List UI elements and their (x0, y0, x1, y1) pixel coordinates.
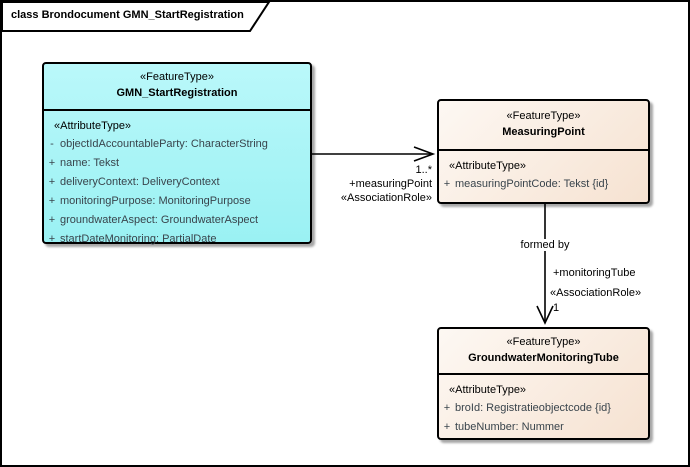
class-gmn-startregistration[interactable]: «FeatureType» GMN_StartRegistration «Att… (42, 62, 312, 245)
attribute-signature: tubeNumber: Nummer (455, 421, 564, 433)
class-header: «FeatureType» MeasuringPoint (439, 101, 648, 151)
attribute-signature: broId: Registratieobjectcode {id} (455, 402, 611, 414)
class-name: GroundwaterMonitoringTube (468, 352, 619, 364)
visibility-sign: + (443, 421, 451, 433)
class-name: GMN_StartRegistration (116, 87, 238, 99)
attribute-compartment: «AttributeType» + broId: Registratieobje… (439, 375, 648, 437)
attribute-signature: groundwaterAspect: GroundwaterAspect (60, 214, 259, 226)
visibility-sign: + (443, 402, 451, 414)
class-groundwatermonitoringtube[interactable]: «FeatureType» GroundwaterMonitoringTube … (437, 327, 650, 440)
class-header: «FeatureType» GroundwaterMonitoringTube (439, 329, 648, 375)
visibility-sign: - (50, 138, 54, 150)
visibility-sign: + (48, 214, 56, 226)
attribute-row: + startDateMonitoring: PartialDate (44, 230, 310, 249)
attribute-signature: name: Tekst (60, 157, 120, 169)
visibility-sign: + (48, 176, 56, 188)
role-label: +measuringPoint (349, 178, 432, 190)
association-monitoring-tube (536, 204, 554, 325)
attribute-type-header: «AttributeType» (449, 160, 527, 172)
attribute-row: + broId: Registratieobjectcode {id} (439, 399, 648, 418)
association-name-label: formed by (507, 239, 583, 251)
class-stereotype: «FeatureType» (506, 336, 581, 348)
attribute-row: + groundwaterAspect: GroundwaterAspect (44, 211, 310, 230)
attribute-type-header: «AttributeType» (54, 120, 132, 132)
multiplicity-label: 1..* (415, 164, 432, 176)
multiplicity-label: 1 (553, 302, 560, 314)
attribute-row: + measuringPointCode: Tekst {id} (439, 175, 648, 194)
attribute-row: + name: Tekst (44, 154, 310, 173)
class-stereotype: «FeatureType» (506, 110, 581, 122)
attribute-signature: monitoringPurpose: MonitoringPurpose (60, 195, 251, 207)
attribute-type-header: «AttributeType» (449, 384, 527, 396)
visibility-sign: + (48, 233, 56, 245)
class-measuringpoint[interactable]: «FeatureType» MeasuringPoint «AttributeT… (437, 99, 650, 204)
attribute-signature: measuringPointCode: Tekst {id} (455, 178, 609, 190)
open-arrowhead-down (536, 305, 554, 325)
visibility-sign: + (48, 195, 56, 207)
attribute-compartment: «AttributeType» - objectIdAccountablePar… (44, 111, 310, 249)
class-name: MeasuringPoint (502, 126, 585, 138)
diagram-title: class Brondocument GMN_StartRegistration (11, 9, 244, 21)
attribute-signature: startDateMonitoring: PartialDate (60, 233, 217, 245)
class-header: «FeatureType» GMN_StartRegistration (44, 64, 310, 111)
attribute-row: + deliveryContext: DeliveryContext (44, 173, 310, 192)
association-role-stereotype-label: «AssociationRole» (340, 192, 432, 204)
attribute-row: + tubeNumber: Nummer (439, 418, 648, 437)
role-label: +monitoringTube (553, 267, 636, 279)
visibility-sign: + (443, 178, 451, 190)
attribute-compartment: «AttributeType» + measuringPointCode: Te… (439, 151, 648, 194)
association-measuring-point (312, 146, 436, 162)
attribute-row: + monitoringPurpose: MonitoringPurpose (44, 192, 310, 211)
open-arrowhead-right (413, 146, 436, 162)
attribute-signature: deliveryContext: DeliveryContext (60, 176, 220, 188)
attribute-signature: objectIdAccountableParty: CharacterStrin… (60, 138, 268, 150)
class-stereotype: «FeatureType» (140, 71, 214, 83)
attribute-row: - objectIdAccountableParty: CharacterStr… (44, 135, 310, 154)
visibility-sign: + (48, 157, 56, 169)
association-role-stereotype-label: «AssociationRole» (550, 287, 642, 299)
